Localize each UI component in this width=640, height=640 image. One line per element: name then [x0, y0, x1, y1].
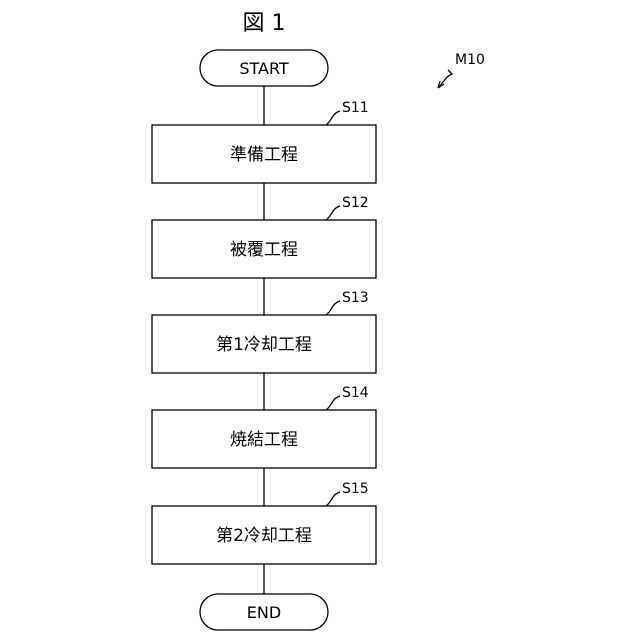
step-id: S14: [342, 385, 369, 401]
figure-reference-label: M10: [455, 52, 485, 68]
process-label: 準備工程: [230, 145, 298, 165]
step-leader-line: [326, 111, 340, 125]
figure-title: 図 1: [243, 11, 286, 36]
step-leader-line: [326, 492, 340, 506]
process-label: 被覆工程: [230, 240, 298, 260]
process-label: 第1冷却工程: [216, 335, 312, 355]
start-terminal: START: [200, 50, 328, 86]
figure-reference: M10: [438, 52, 485, 88]
process-label: 第2冷却工程: [216, 526, 312, 546]
step-id: S11: [342, 100, 369, 116]
start-label: START: [239, 59, 289, 78]
step-leader-line: [326, 301, 340, 315]
step-id: S15: [342, 481, 369, 497]
step-leader-line: [326, 206, 340, 220]
end-terminal: END: [200, 594, 328, 630]
process-label: 焼結工程: [230, 430, 298, 450]
flow-layer: START 準備工程 S11 被覆工程 S12 第1冷却工程 S13 焼結工程 S14 第2冷却工…: [152, 50, 376, 630]
step-id: S12: [342, 195, 369, 211]
end-label: END: [247, 603, 281, 622]
step-leader-line: [326, 396, 340, 410]
reference-leader-arrow: [438, 70, 452, 88]
step-id: S13: [342, 290, 369, 306]
